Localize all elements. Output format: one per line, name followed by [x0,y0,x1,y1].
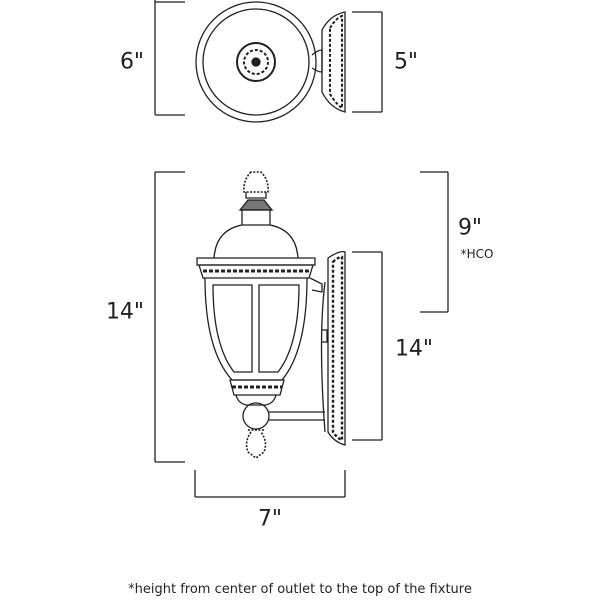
dim-14-right-bracket [352,251,383,441]
dim-9-label: 9" [457,215,483,241]
dim-7-bracket [194,470,346,498]
dim-9-bracket [420,171,449,313]
lantern-side-view [196,171,346,459]
dim-5-bracket [352,11,383,113]
dim-14-left-label: 14" [105,299,145,325]
dim-14-left-bracket [154,171,185,463]
dim-6-bracket [154,0,185,116]
dim-6-label: 6" [119,49,145,75]
dim-7-label: 7" [257,506,283,532]
dim-14-right-label: 14" [394,336,434,362]
dim-5-label: 5" [393,49,419,75]
footnote: *height from center of outlet to the top… [128,582,472,597]
top-view [195,1,346,123]
hco-note-label: *HCO [460,247,494,261]
